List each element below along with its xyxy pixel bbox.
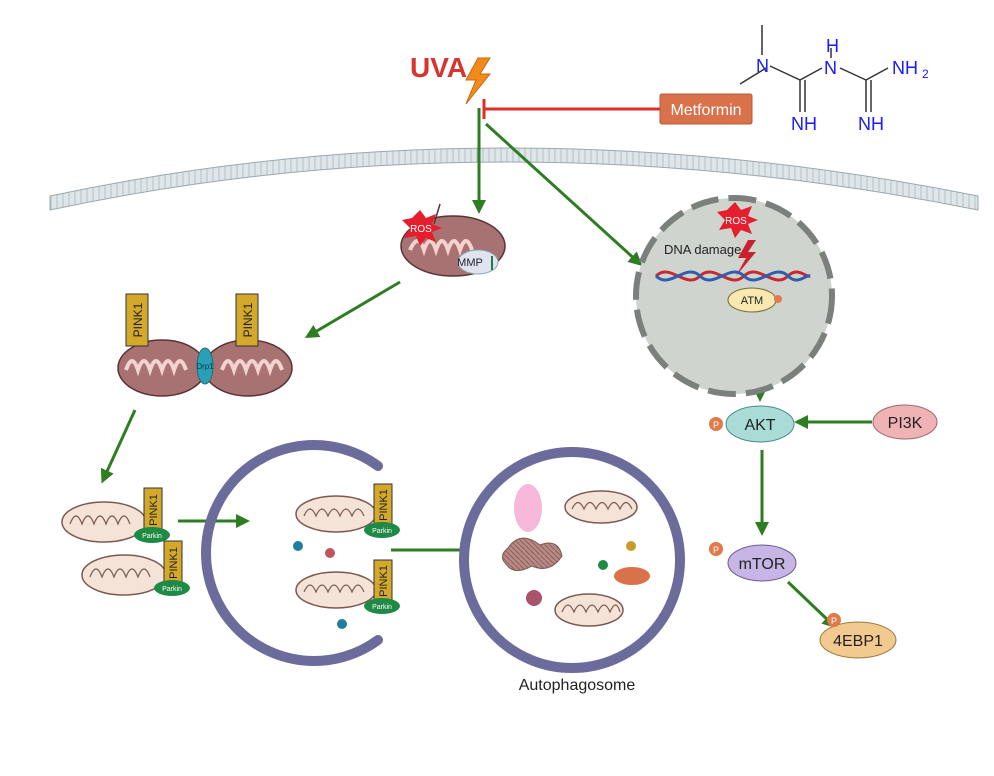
mtor-node: mTOR P <box>709 542 797 582</box>
svg-text:P: P <box>713 545 719 555</box>
uva-label: UVA <box>410 52 467 83</box>
svg-text:NH: NH <box>892 58 918 78</box>
svg-text:NH: NH <box>858 114 884 134</box>
phagophore-cargo <box>293 541 347 629</box>
svg-text:4EBP1: 4EBP1 <box>833 633 883 650</box>
svg-text:PI3K: PI3K <box>888 415 923 432</box>
svg-text:Parkin: Parkin <box>372 528 392 535</box>
arrow-uva-to-nucleus <box>484 122 643 267</box>
pink1-fission-left: PINK1 <box>125 293 149 347</box>
dna-damage-label: DNA damage <box>664 242 741 257</box>
arrow-fission-to-parkin <box>100 409 137 484</box>
4ebp1-node: 4EBP1 P <box>819 613 897 659</box>
metformin-box: Metformin <box>659 93 753 125</box>
svg-text:AKT: AKT <box>744 417 775 434</box>
svg-text:Parkin: Parkin <box>162 586 182 593</box>
svg-text:Parkin: Parkin <box>142 533 162 540</box>
parkin-mitochondrion-2: PINK1 Parkin <box>81 540 190 596</box>
svg-text:mTOR: mTOR <box>739 556 786 573</box>
svg-text:PINK1: PINK1 <box>378 489 390 521</box>
metformin-structure-labels: N N H NH 2 NH NH <box>756 36 929 134</box>
ros-burst-nucleus-icon: ROS <box>717 202 758 238</box>
atm-node: ATM <box>727 287 782 313</box>
arrow-mito-to-fission <box>304 280 401 339</box>
pi3k-node: PI3K <box>872 404 938 440</box>
metformin-inhibition-line <box>482 99 660 119</box>
ros-mito-label: ROS <box>410 224 432 235</box>
parkin-mitochondrion-1: PINK1 Parkin <box>61 487 170 543</box>
svg-text:N: N <box>756 56 769 76</box>
phagophore-mitochondrion-2: PINK1 Parkin <box>295 559 400 614</box>
svg-text:Parkin: Parkin <box>372 604 392 611</box>
metformin-label: Metformin <box>670 102 741 119</box>
uva-lightning-icon <box>465 57 492 105</box>
svg-text:P: P <box>713 420 719 430</box>
drp1-label: Drp1 <box>196 362 214 371</box>
svg-text:PINK1: PINK1 <box>131 302 145 337</box>
ros-burst-mito-icon: ROS <box>402 203 442 246</box>
svg-text:NH: NH <box>791 114 817 134</box>
svg-text:P: P <box>831 616 837 626</box>
svg-text:N: N <box>824 58 837 78</box>
autophagosome-label: Autophagosome <box>519 677 636 694</box>
svg-text:PINK1: PINK1 <box>378 565 390 597</box>
cell-membrane <box>49 147 979 211</box>
metformin-structure <box>739 25 889 112</box>
akt-node: AKT P <box>709 405 795 443</box>
mmp-label: MMP <box>457 257 483 269</box>
svg-text:ATM: ATM <box>741 295 763 307</box>
dna-double-helix <box>654 270 811 282</box>
ros-nucleus-label: ROS <box>725 216 747 227</box>
arrow-mtor-to-4ebp1 <box>786 580 837 629</box>
autophagosome <box>459 447 685 673</box>
svg-text:PINK1: PINK1 <box>168 547 180 579</box>
svg-text:PINK1: PINK1 <box>241 302 255 337</box>
svg-text:PINK1: PINK1 <box>148 494 160 526</box>
mitochondria-fission: Drp1 <box>117 339 293 397</box>
svg-text:H: H <box>826 36 839 56</box>
pink1-fission-right: PINK1 <box>235 293 259 347</box>
phagophore-mitochondrion-1: PINK1 Parkin <box>295 483 400 538</box>
dna-damage-lightning-icon <box>736 240 756 276</box>
phagophore <box>201 440 383 666</box>
svg-text:2: 2 <box>922 67 929 81</box>
